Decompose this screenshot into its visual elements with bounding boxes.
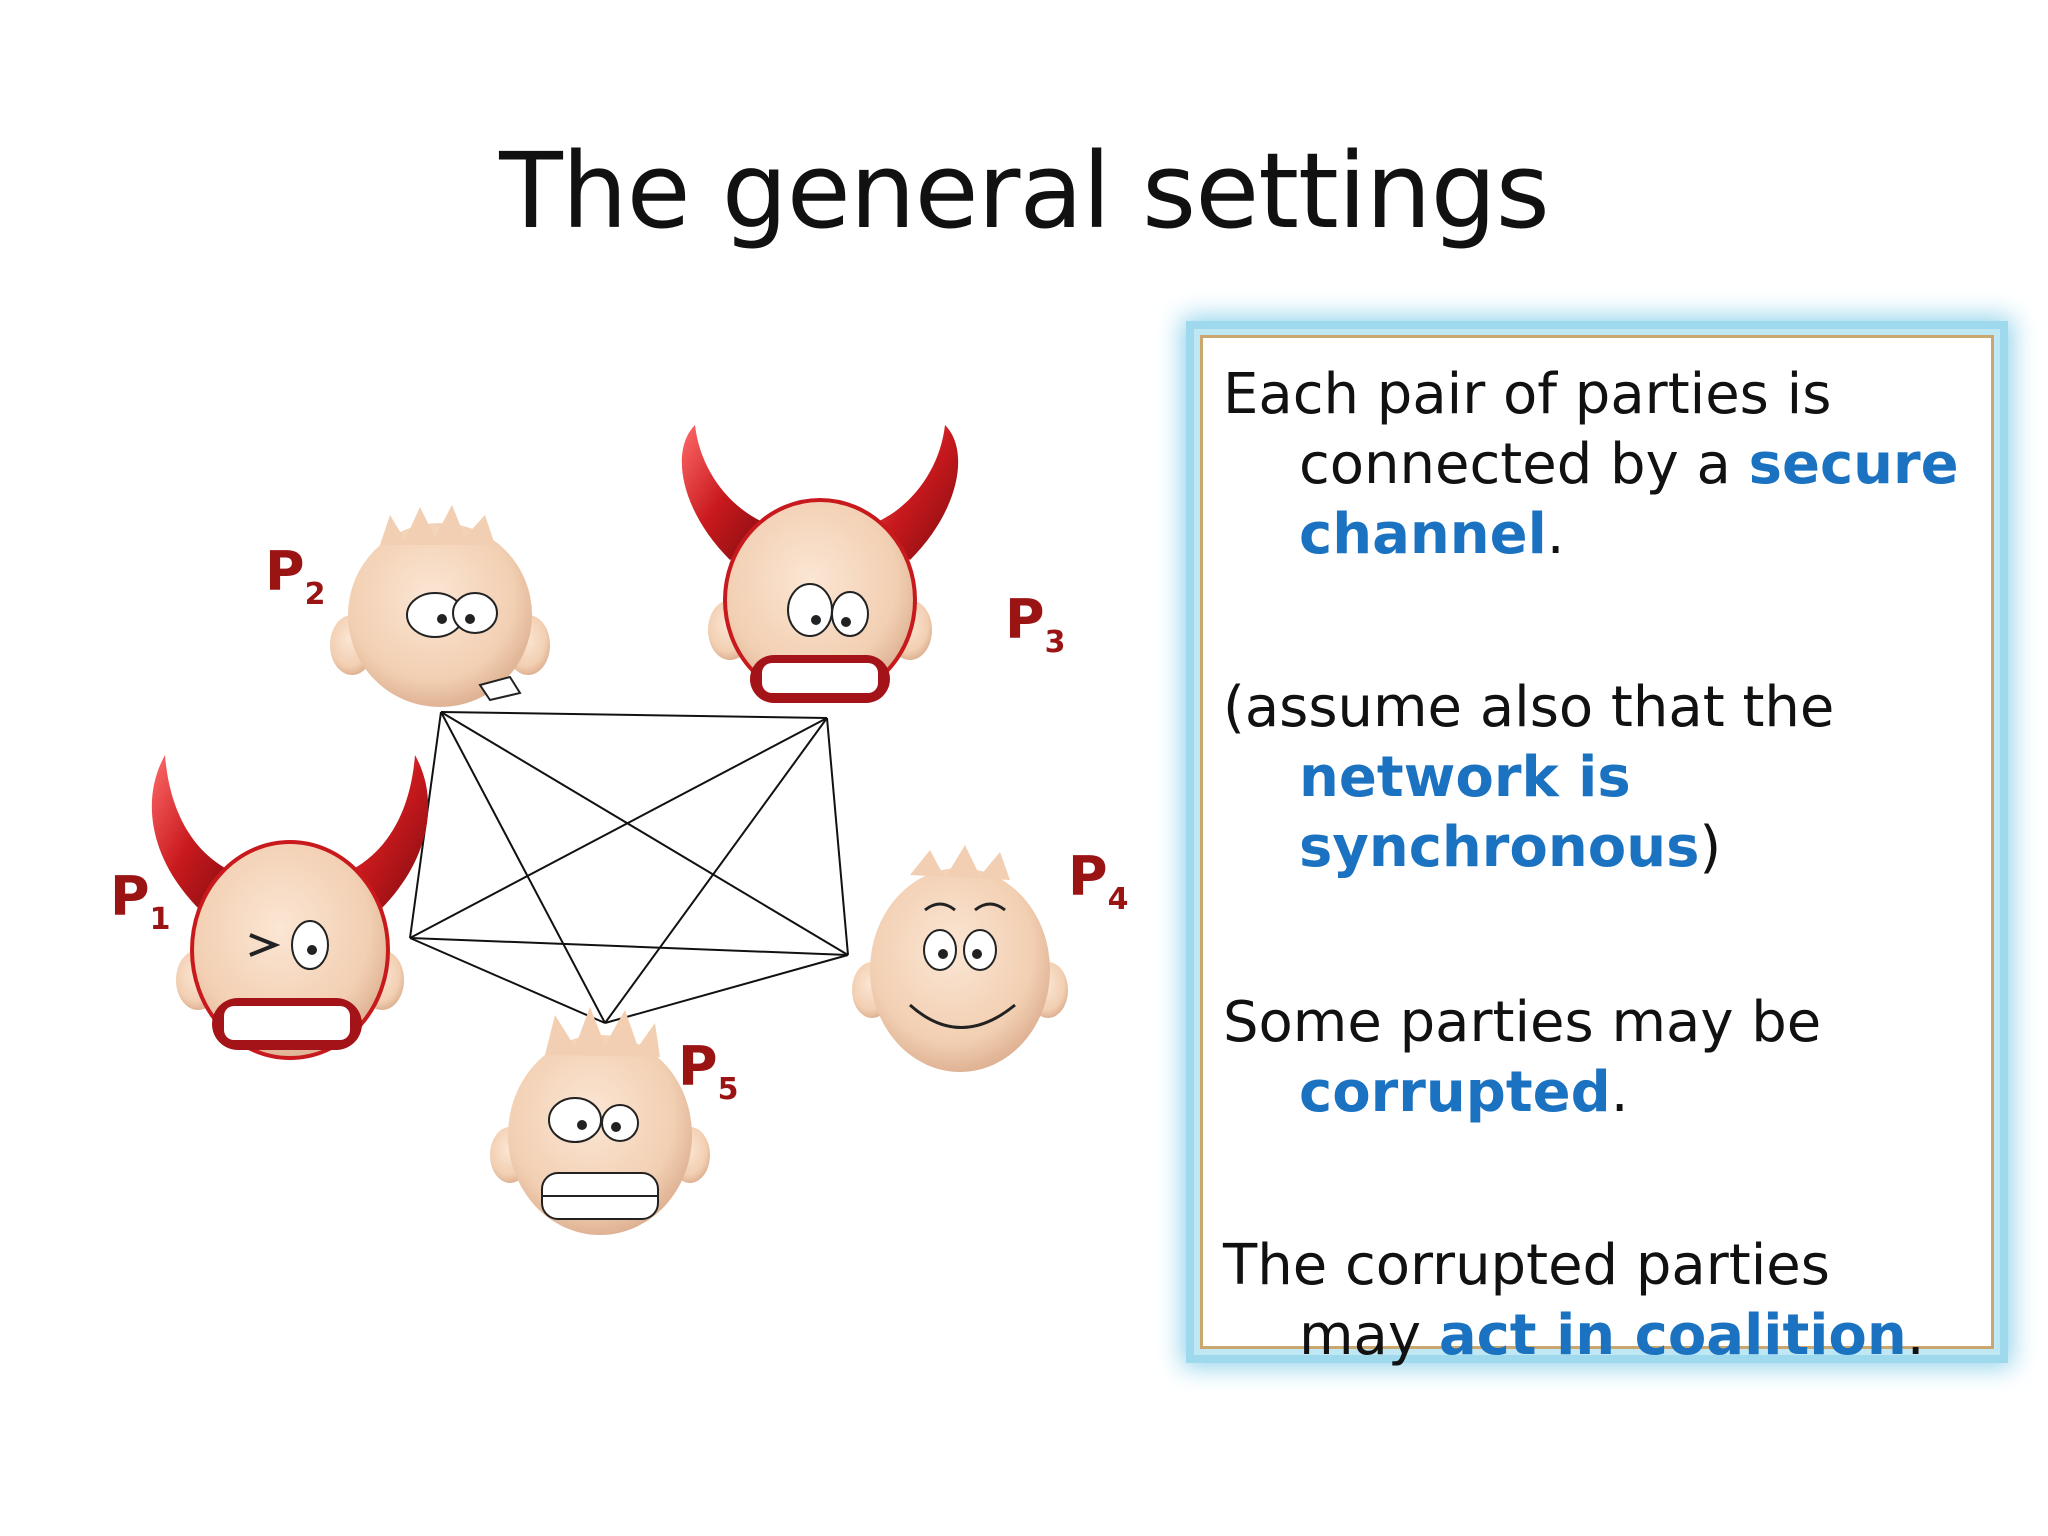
para3-period: . [1610,1060,1629,1125]
para2-line1: (assume also that the [1223,675,1835,740]
para-secure-channel: Each pair of parties is connected by a s… [1223,360,1983,570]
para4-indent: may act in coalition. [1223,1301,1983,1371]
para3-line1: Some parties may be [1223,990,1822,1055]
para1-indent: connected by a secure channel. [1223,430,1983,570]
para1-line1: Each pair of parties is [1223,362,1832,427]
para4-period: . [1906,1303,1925,1368]
highlight-channel: channel [1299,502,1547,567]
para4-line1: The corrupted parties [1223,1233,1830,1298]
highlight-synchronous: synchronous [1299,815,1700,880]
para2-close-paren: ) [1699,815,1722,880]
party-label-p2: P2 [265,540,326,612]
party-face-p3 [681,425,959,703]
para1-period: . [1546,502,1565,567]
party-face-p4 [852,845,1068,1072]
party-label-p5: P5 [678,1035,739,1107]
channel-lines [409,711,849,1024]
party-label-p1: P1 [110,865,171,937]
party-face-p5 [490,1007,710,1235]
highlight-corrupted: corrupted [1299,1060,1611,1125]
para-coalition: The corrupted parties may act in coaliti… [1223,1231,1983,1371]
party-face-p2 [330,505,550,707]
para3-indent: corrupted. [1223,1058,1983,1128]
para-corrupted: Some parties may be corrupted. [1223,988,1983,1128]
highlight-act-in-coalition: act in coalition [1438,1303,1907,1368]
highlight-secure: secure [1748,432,1959,497]
highlight-network-is: network is [1299,745,1631,810]
para4-may: may [1299,1303,1439,1368]
party-label-p4: P4 [1068,845,1129,917]
party-label-p3: P3 [1005,588,1066,660]
para1-line2: connected by a [1299,432,1749,497]
slide-title: The general settings [499,130,1550,252]
party-face-p1 [151,755,429,1060]
settings-text-box: Each pair of parties is connected by a s… [1200,335,1994,1368]
